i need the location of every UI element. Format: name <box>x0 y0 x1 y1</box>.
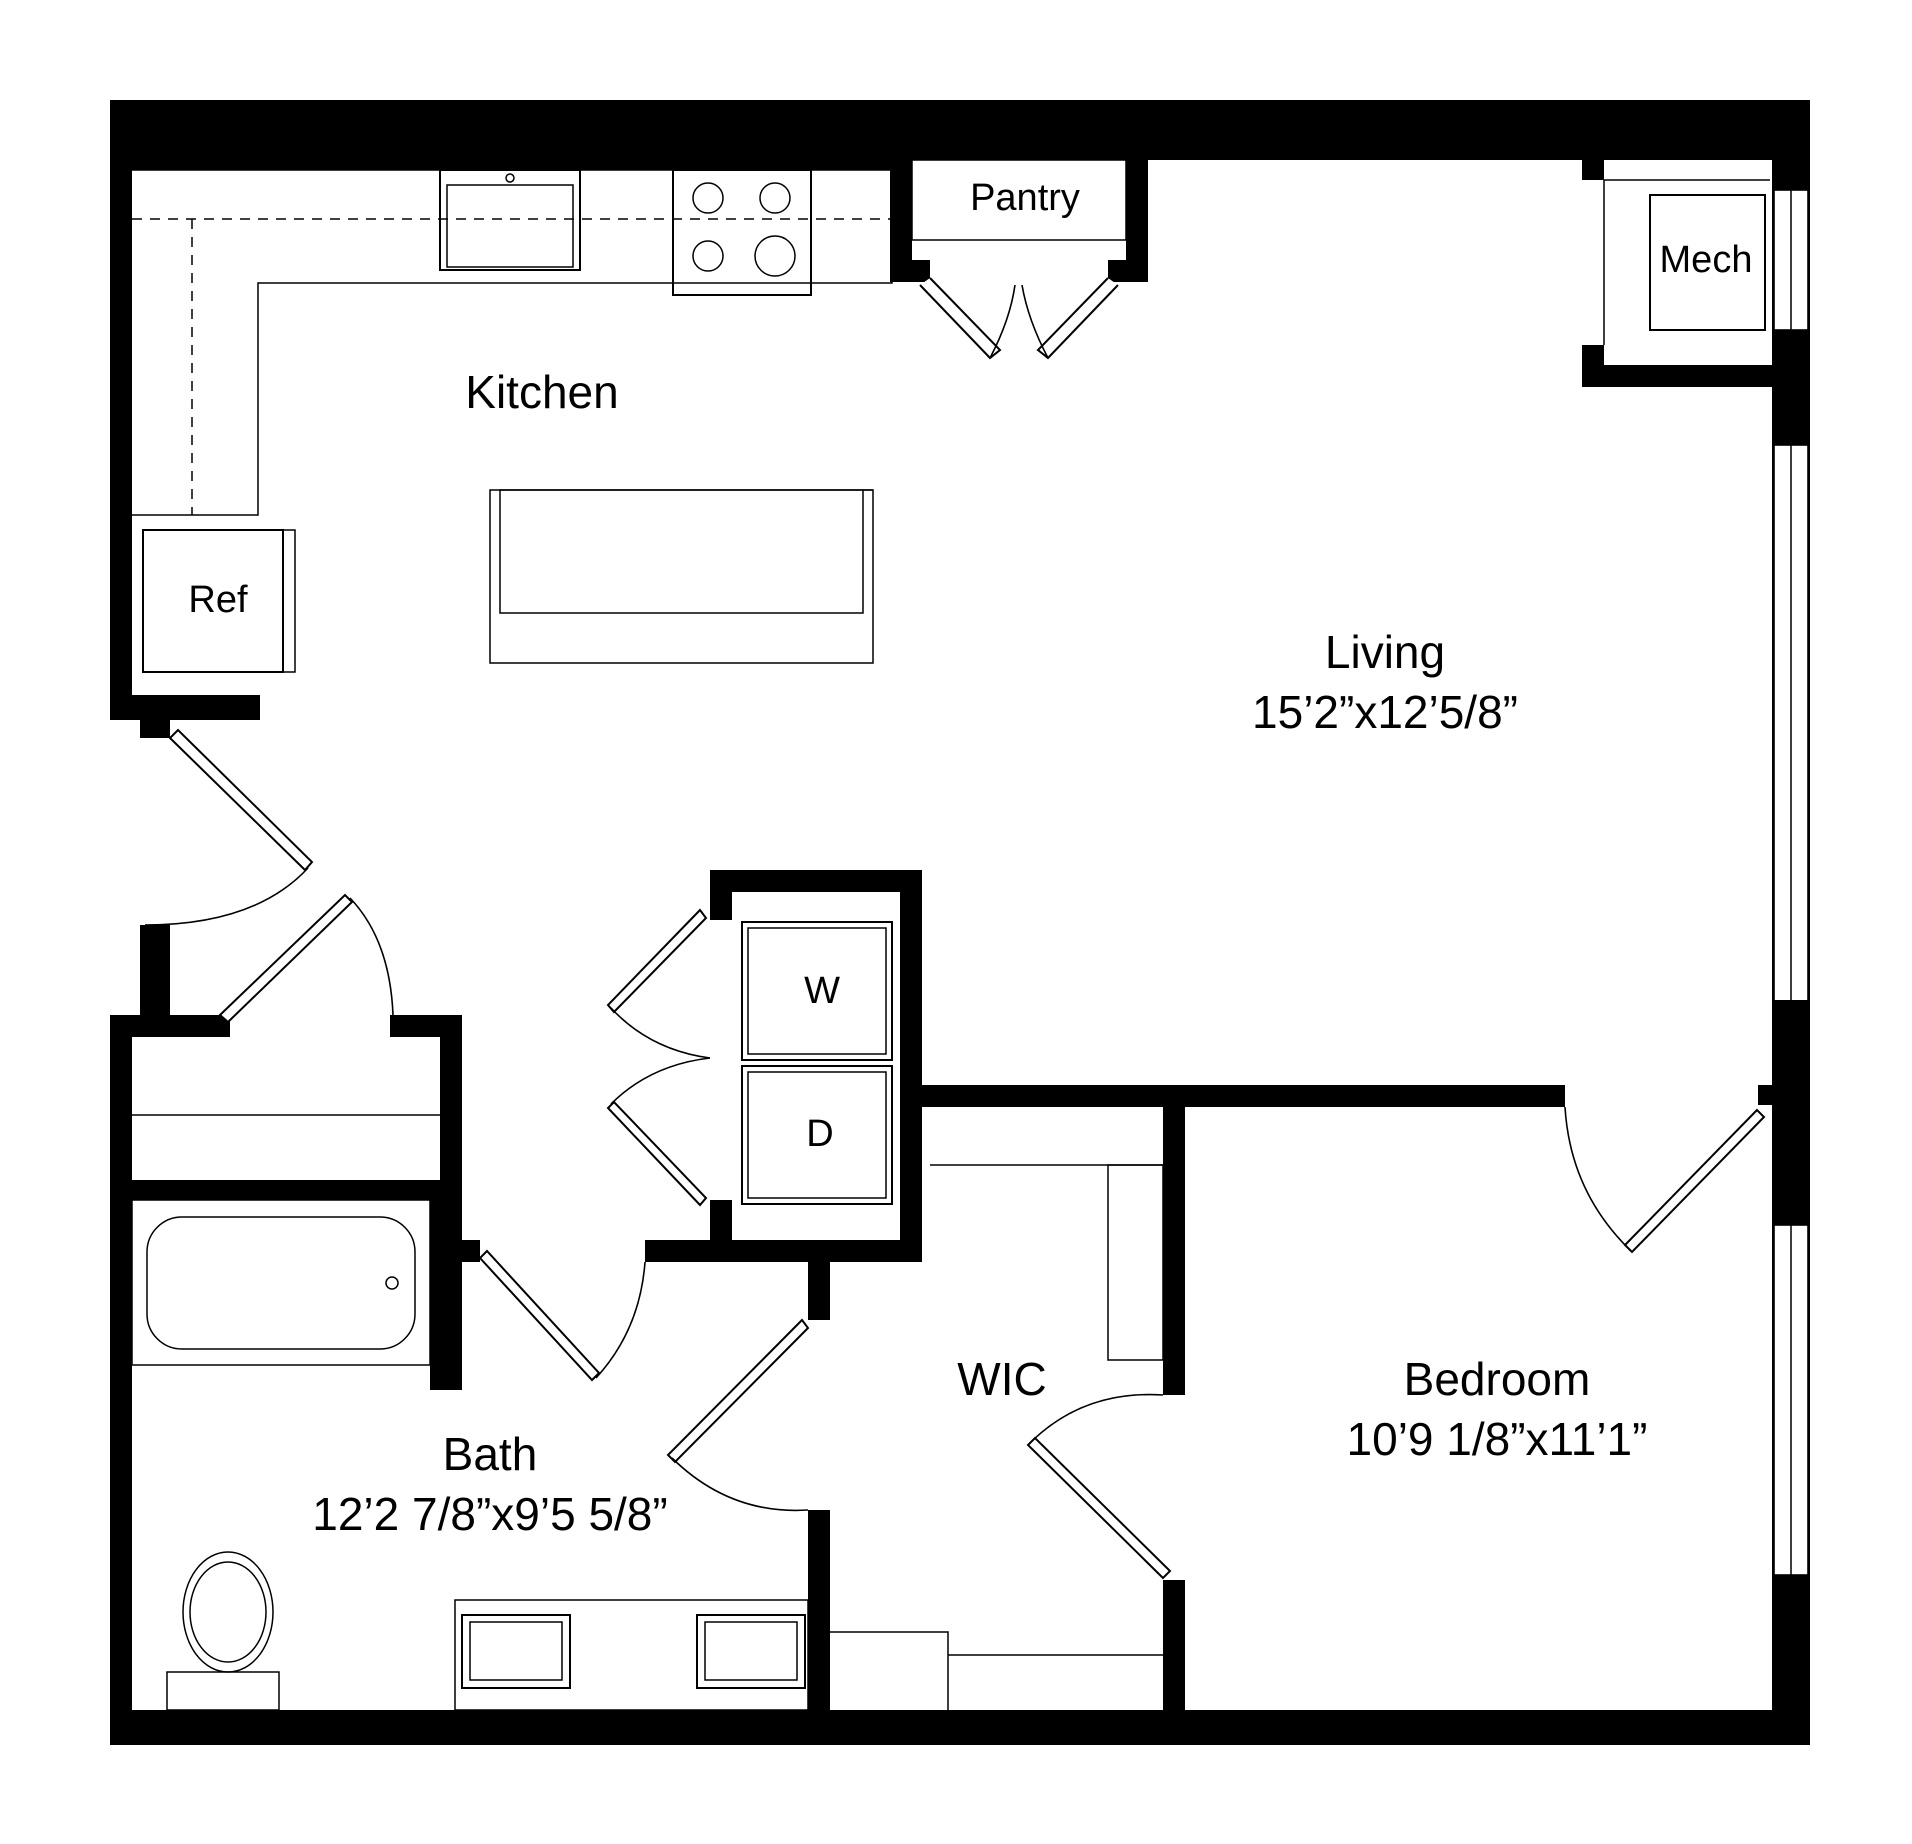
wall-entry-top <box>140 718 170 738</box>
sink-right <box>696 1614 806 1689</box>
wall-entry-post <box>140 925 170 1020</box>
wic-shelving <box>830 1164 1164 1710</box>
wall-bath-wic <box>808 1510 830 1740</box>
mech-label: Mech <box>1660 239 1753 281</box>
bath-fixtures <box>131 1199 809 1711</box>
wall-top-kitchen-inner <box>132 160 892 170</box>
wall-pantry-left <box>890 150 912 260</box>
ref-label: Ref <box>188 579 248 621</box>
wall-closet-bath <box>110 1180 462 1200</box>
wall-left-kitchen <box>110 100 132 720</box>
mech-unit <box>1649 194 1766 331</box>
toilet-bowl <box>182 1551 274 1673</box>
wall-mech-left-top <box>1582 150 1604 180</box>
bathtub <box>131 1199 431 1366</box>
pantry-shelf <box>911 159 1127 241</box>
living-dimensions: 15’2”x12’5/8” <box>1252 686 1518 738</box>
wall-bedroom-right <box>1772 1000 1810 1225</box>
tub-drain <box>385 1276 399 1290</box>
burner <box>754 235 796 277</box>
wic-door <box>666 1318 810 1464</box>
closet-door <box>218 893 354 1024</box>
bedroom-door <box>1623 1108 1766 1254</box>
wall-bath-tub-right <box>430 1195 462 1390</box>
bedroom-closet-door <box>1026 1436 1172 1580</box>
wall-closet-top-left <box>110 1015 230 1037</box>
dryer-label: D <box>806 1113 833 1155</box>
cooktop <box>672 169 812 296</box>
wic-shelf-vertical <box>1107 1164 1164 1361</box>
wall-living-bedroom <box>900 1085 1565 1107</box>
laundry-door-bottom <box>606 1100 708 1207</box>
kitchen-island <box>489 489 874 664</box>
pantry-door <box>1036 277 1119 360</box>
kitchen-label: Kitchen <box>465 366 618 418</box>
bedroom-label: Bedroom <box>1404 1353 1591 1405</box>
living-label: Living <box>1325 626 1445 678</box>
wall-laundry-bottom <box>645 1240 922 1262</box>
bathtub-basin <box>146 1216 416 1350</box>
windows <box>1773 189 1809 1576</box>
burner <box>692 240 724 272</box>
pantry-label: Pantry <box>970 177 1080 219</box>
wall-laundry-top <box>710 870 922 892</box>
wall-mech-bottom <box>1582 365 1782 387</box>
wall-bath-door-stub <box>462 1240 480 1262</box>
washer-label: W <box>804 970 840 1012</box>
wall-closet-right <box>440 1015 462 1195</box>
laundry-door-top <box>606 908 708 1014</box>
kitchen-sink <box>439 169 581 271</box>
wic-label: WIC <box>957 1353 1046 1405</box>
wall-wic-bedroom-top <box>1163 1100 1185 1395</box>
toilet-tank <box>166 1671 280 1711</box>
wall-ref-bottom <box>110 695 260 720</box>
wall-left-bath <box>110 1015 132 1745</box>
wall-bottom <box>110 1710 1810 1745</box>
entry-door <box>168 728 314 872</box>
wall-wic-bedroom-bottom <box>1163 1580 1185 1740</box>
bath-label: Bath <box>443 1428 538 1480</box>
bedroom-dimensions: 10’9 1/8”x11’1” <box>1347 1413 1648 1465</box>
dryer <box>741 1065 893 1205</box>
room-labels: Kitchen Pantry Mech Ref Living 15’2”x12’… <box>188 177 1752 1540</box>
wall-right-stub <box>1772 380 1810 440</box>
wall-pantry-left-stub2 <box>890 260 930 282</box>
burner <box>759 182 791 214</box>
wall-bath-wic-top <box>808 1240 830 1320</box>
wall-laundry-left-top <box>710 870 732 920</box>
kitchen-fixtures <box>132 169 893 673</box>
sink-left <box>461 1614 571 1689</box>
wall-top <box>110 100 1810 160</box>
doors <box>144 277 1766 1580</box>
laundry <box>741 921 893 1205</box>
wall-pantry-right <box>1126 150 1148 282</box>
interior-walls <box>110 150 1810 1740</box>
bath-door <box>478 1249 601 1382</box>
pantry-door <box>919 277 1002 360</box>
vanity <box>454 1599 809 1711</box>
wall-pantry-right-stub <box>1108 260 1148 282</box>
washer <box>741 921 893 1061</box>
bath-dimensions: 12’2 7/8”x9’5 5/8” <box>312 1488 667 1540</box>
wall-laundry-right <box>900 870 922 1260</box>
burner <box>692 182 724 214</box>
kitchen-counter <box>132 169 893 516</box>
